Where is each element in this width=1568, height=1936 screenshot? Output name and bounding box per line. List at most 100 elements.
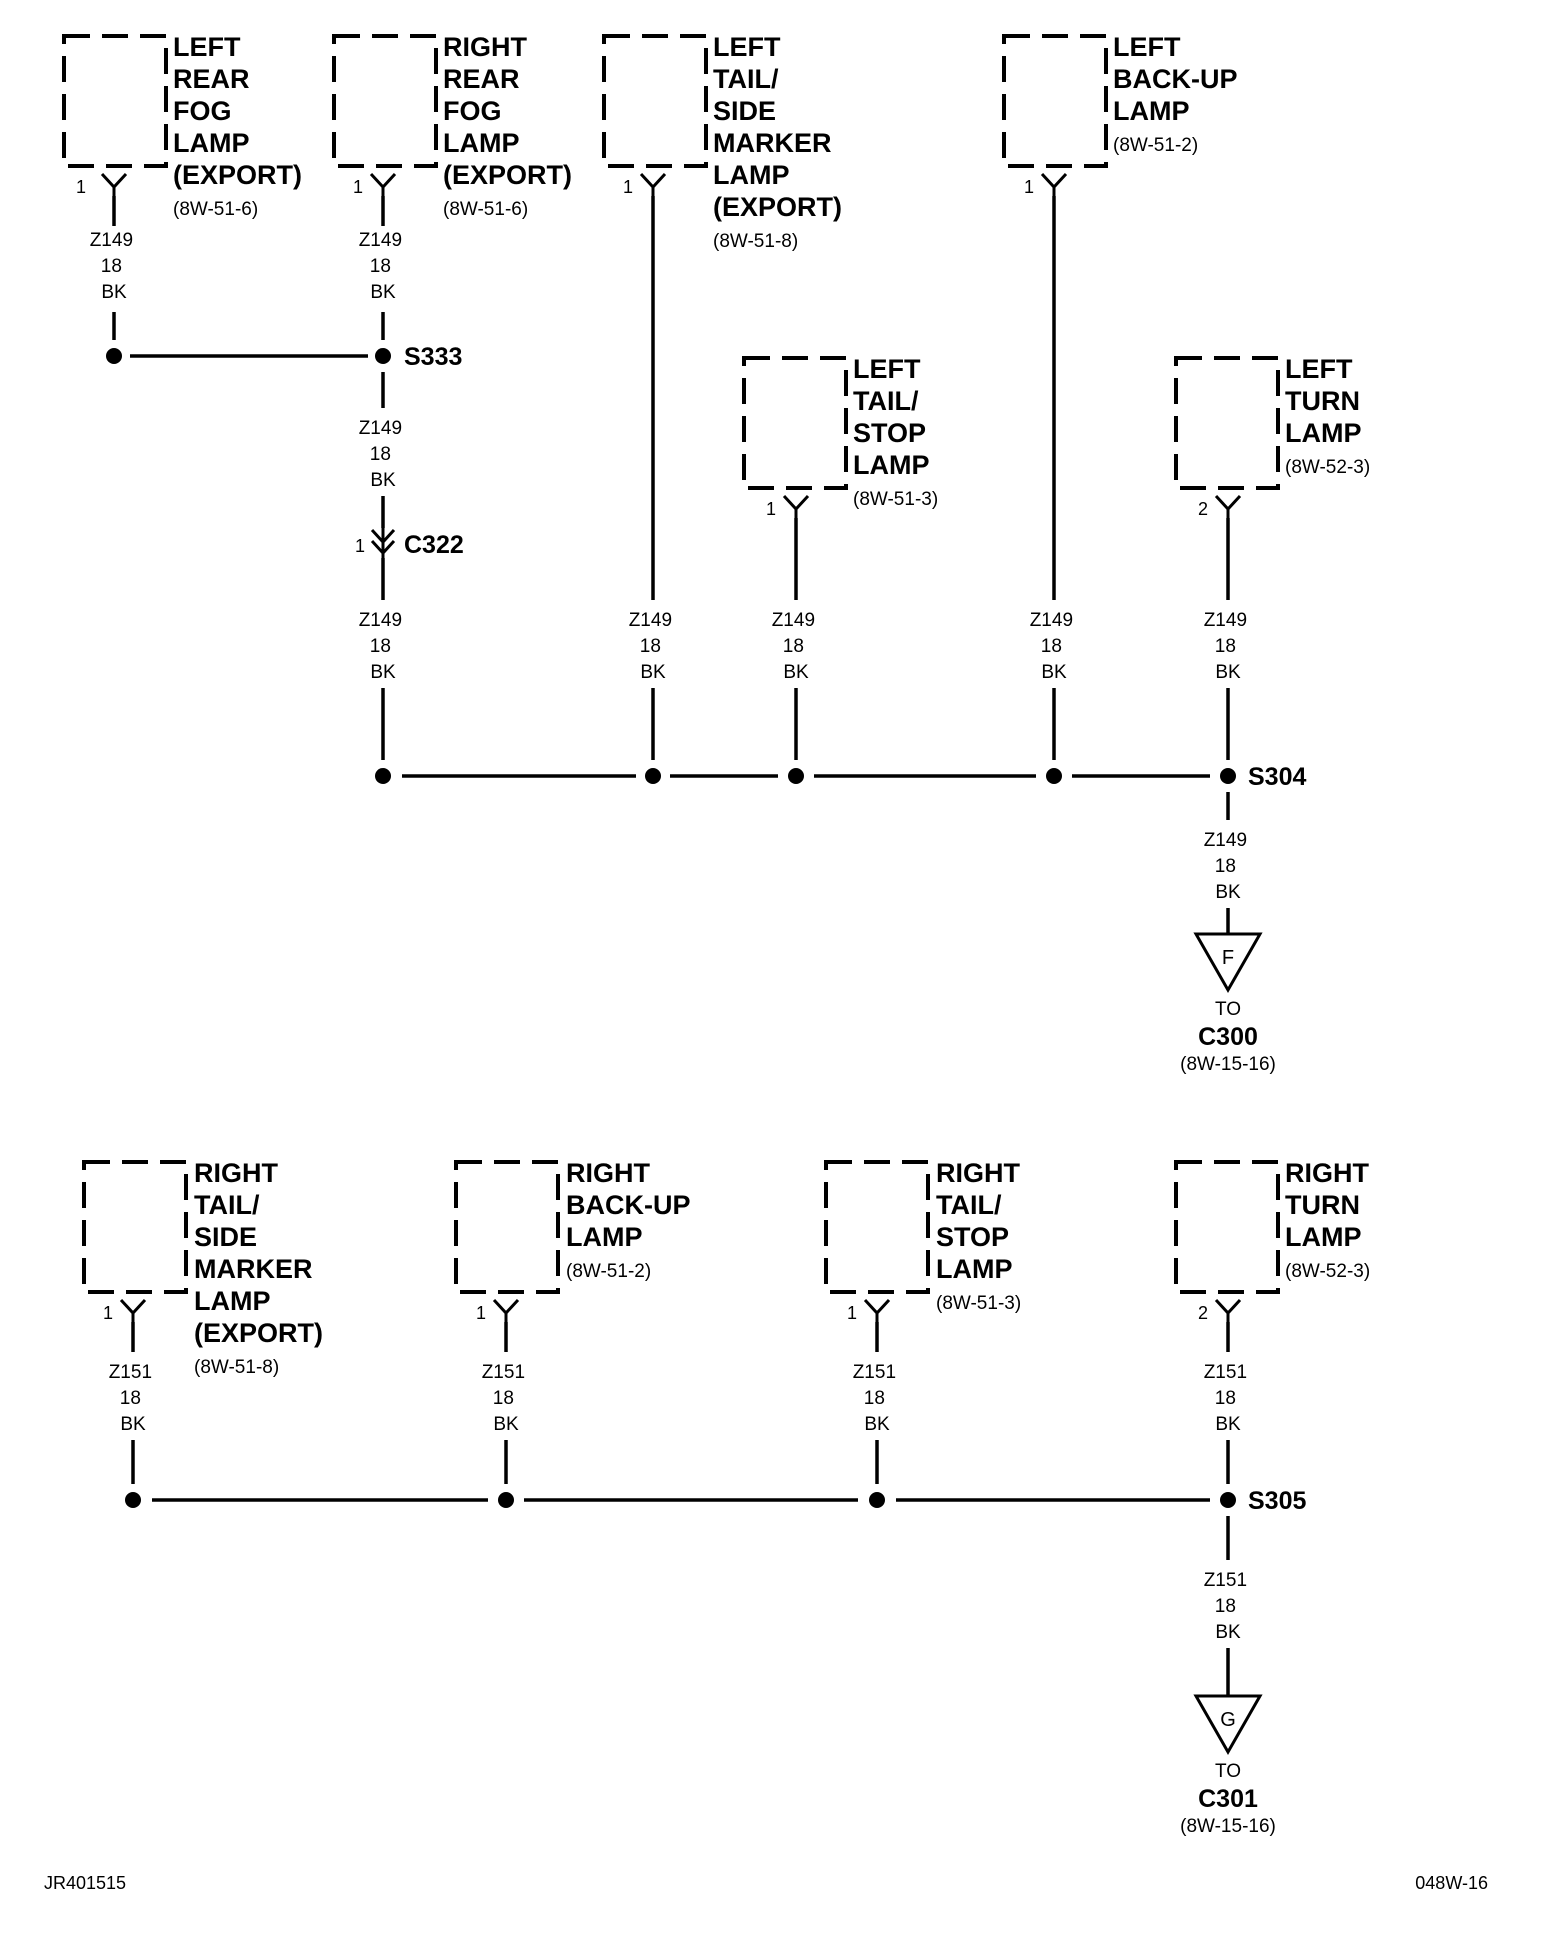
offpage-ref: (8W-15-16) bbox=[1180, 1054, 1276, 1075]
component-name: RIGHT TAIL/ SIDE MARKER LAMP (EXPORT) bbox=[194, 1158, 323, 1348]
offpage-letter: G bbox=[1220, 1709, 1236, 1731]
component-left-rear-fog-lamp: LEFT REAR FOG LAMP (EXPORT) (8W-51-6) 1 bbox=[62, 32, 302, 220]
splice-node-s333 bbox=[375, 348, 391, 364]
component-box bbox=[1174, 1160, 1280, 1294]
component-name: LEFT REAR FOG LAMP (EXPORT) bbox=[173, 32, 302, 190]
pin-number: 1 bbox=[1024, 177, 1034, 197]
figure-id: JR401515 bbox=[44, 1873, 126, 1893]
connector-label: C322 bbox=[404, 531, 464, 559]
wire-label: Z151 18 BK bbox=[109, 1362, 158, 1435]
wire-label: Z149 18 BK bbox=[1204, 830, 1253, 903]
junction-node bbox=[1046, 768, 1062, 784]
component-box bbox=[1174, 356, 1280, 490]
pin-number: 1 bbox=[623, 177, 633, 197]
component-ref: (8W-51-8) bbox=[713, 231, 798, 252]
component-name: LEFT TURN LAMP bbox=[1285, 354, 1368, 448]
component-ref: (8W-51-2) bbox=[1113, 135, 1198, 156]
pin-terminal-icon bbox=[100, 172, 128, 196]
wire-label: Z151 18 BK bbox=[853, 1362, 902, 1435]
pin-terminal-icon bbox=[369, 172, 397, 196]
page-number: 048W-16 bbox=[1415, 1873, 1488, 1893]
component-box bbox=[332, 34, 438, 168]
wire-label: Z149 18 BK bbox=[629, 610, 678, 683]
pin-number: 1 bbox=[76, 177, 86, 197]
pin-terminal-icon bbox=[863, 1298, 891, 1322]
offpage-to: TO bbox=[1215, 1761, 1241, 1782]
wire-label: Z151 18 BK bbox=[482, 1362, 531, 1435]
component-right-back-up-lamp: RIGHT BACK-UP LAMP (8W-51-2) 1 bbox=[454, 1158, 690, 1323]
wire-label: Z149 18 BK bbox=[1204, 610, 1253, 683]
offpage-connector-c300: F TO C300 (8W-15-16) bbox=[1180, 932, 1276, 1075]
junction-nodes bbox=[106, 348, 1236, 1508]
pin-terminal-icon bbox=[639, 172, 667, 196]
wire-label: Z149 18 BK bbox=[359, 610, 408, 683]
component-box bbox=[602, 34, 708, 168]
component-right-tail-stop-lamp: RIGHT TAIL/ STOP LAMP (8W-51-3) 1 bbox=[824, 1158, 1021, 1323]
component-right-rear-fog-lamp: RIGHT REAR FOG LAMP (EXPORT) (8W-51-6) 1 bbox=[332, 32, 572, 220]
splice-label-s305: S305 bbox=[1248, 1487, 1306, 1515]
wire-label: Z151 18 BK bbox=[1204, 1570, 1253, 1643]
wire-label: Z149 18 BK bbox=[772, 610, 821, 683]
inline-connector-c322: 1 C322 bbox=[355, 528, 464, 559]
component-ref: (8W-52-3) bbox=[1285, 457, 1370, 478]
component-left-tail-stop-lamp: LEFT TAIL/ STOP LAMP (8W-51-3) 1 bbox=[742, 354, 938, 519]
offpage-ref: (8W-15-16) bbox=[1180, 1816, 1276, 1837]
splice-node-s304 bbox=[1220, 768, 1236, 784]
junction-node bbox=[645, 768, 661, 784]
component-ref: (8W-51-8) bbox=[194, 1357, 279, 1378]
component-right-tail-side-marker-lamp: RIGHT TAIL/ SIDE MARKER LAMP (EXPORT) (8… bbox=[82, 1158, 323, 1378]
wire-label: Z149 18 BK bbox=[359, 418, 408, 491]
offpage-connector-name: C300 bbox=[1198, 1023, 1258, 1051]
pin-terminal-icon bbox=[1040, 172, 1068, 196]
splice-node-s305 bbox=[1220, 1492, 1236, 1508]
circuit-z149 bbox=[112, 196, 1230, 934]
junction-node bbox=[498, 1492, 514, 1508]
offpage-connector-c301: G TO C301 (8W-15-16) bbox=[1180, 1694, 1276, 1837]
pin-number: 1 bbox=[353, 177, 363, 197]
pin-number: 1 bbox=[476, 1303, 486, 1323]
offpage-triangle-icon bbox=[1193, 932, 1263, 994]
component-box bbox=[82, 1160, 188, 1294]
pin-number: 2 bbox=[1198, 1303, 1208, 1323]
junction-node bbox=[788, 768, 804, 784]
component-name: LEFT BACK-UP LAMP bbox=[1113, 32, 1245, 126]
component-name: LEFT TAIL/ STOP LAMP bbox=[853, 354, 933, 480]
pin-terminal-icon bbox=[782, 494, 810, 518]
offpage-to: TO bbox=[1215, 999, 1241, 1020]
splice-label-s304: S304 bbox=[1248, 763, 1306, 791]
component-box bbox=[62, 34, 168, 168]
pin-number: 1 bbox=[766, 499, 776, 519]
component-ref: (8W-51-3) bbox=[936, 1293, 1021, 1314]
component-right-turn-lamp: RIGHT TURN LAMP (8W-52-3) 2 bbox=[1174, 1158, 1377, 1323]
component-left-back-up-lamp: LEFT BACK-UP LAMP (8W-51-2) 1 bbox=[1002, 32, 1245, 197]
pin-terminal-icon bbox=[1214, 1298, 1242, 1322]
component-left-turn-lamp: LEFT TURN LAMP (8W-52-3) 2 bbox=[1174, 354, 1370, 519]
component-box bbox=[824, 1160, 930, 1294]
component-ref: (8W-51-2) bbox=[566, 1261, 651, 1282]
pin-number: 1 bbox=[355, 536, 365, 556]
wire-label: Z149 18 BK bbox=[90, 230, 139, 303]
pin-terminal-icon bbox=[119, 1298, 147, 1322]
component-box bbox=[454, 1160, 560, 1294]
wire-label: Z149 18 BK bbox=[359, 230, 408, 303]
offpage-triangle-icon bbox=[1193, 1694, 1263, 1756]
inline-connector-icon bbox=[370, 528, 396, 558]
pin-number: 2 bbox=[1198, 499, 1208, 519]
component-name: LEFT TAIL/ SIDE MARKER LAMP (EXPORT) bbox=[713, 32, 842, 222]
wire-label: Z149 18 BK bbox=[1030, 610, 1079, 683]
component-ref: (8W-51-6) bbox=[173, 199, 258, 220]
component-ref: (8W-51-6) bbox=[443, 199, 528, 220]
component-ref: (8W-52-3) bbox=[1285, 1261, 1370, 1282]
component-box bbox=[742, 356, 848, 490]
offpage-connector-name: C301 bbox=[1198, 1785, 1258, 1813]
wire-label: Z151 18 BK bbox=[1204, 1362, 1253, 1435]
component-left-tail-side-marker-lamp: LEFT TAIL/ SIDE MARKER LAMP (EXPORT) (8W… bbox=[602, 32, 842, 252]
pin-terminal-icon bbox=[492, 1298, 520, 1322]
component-box bbox=[1002, 34, 1108, 168]
component-name: RIGHT TURN LAMP bbox=[1285, 1158, 1377, 1252]
circuit-z151 bbox=[131, 1322, 1230, 1696]
wire-labels: Z149 18 BK Z149 18 BK Z149 18 BK Z149 18… bbox=[90, 230, 1253, 1643]
pin-number: 1 bbox=[847, 1303, 857, 1323]
splice-label-s333: S333 bbox=[404, 343, 462, 371]
